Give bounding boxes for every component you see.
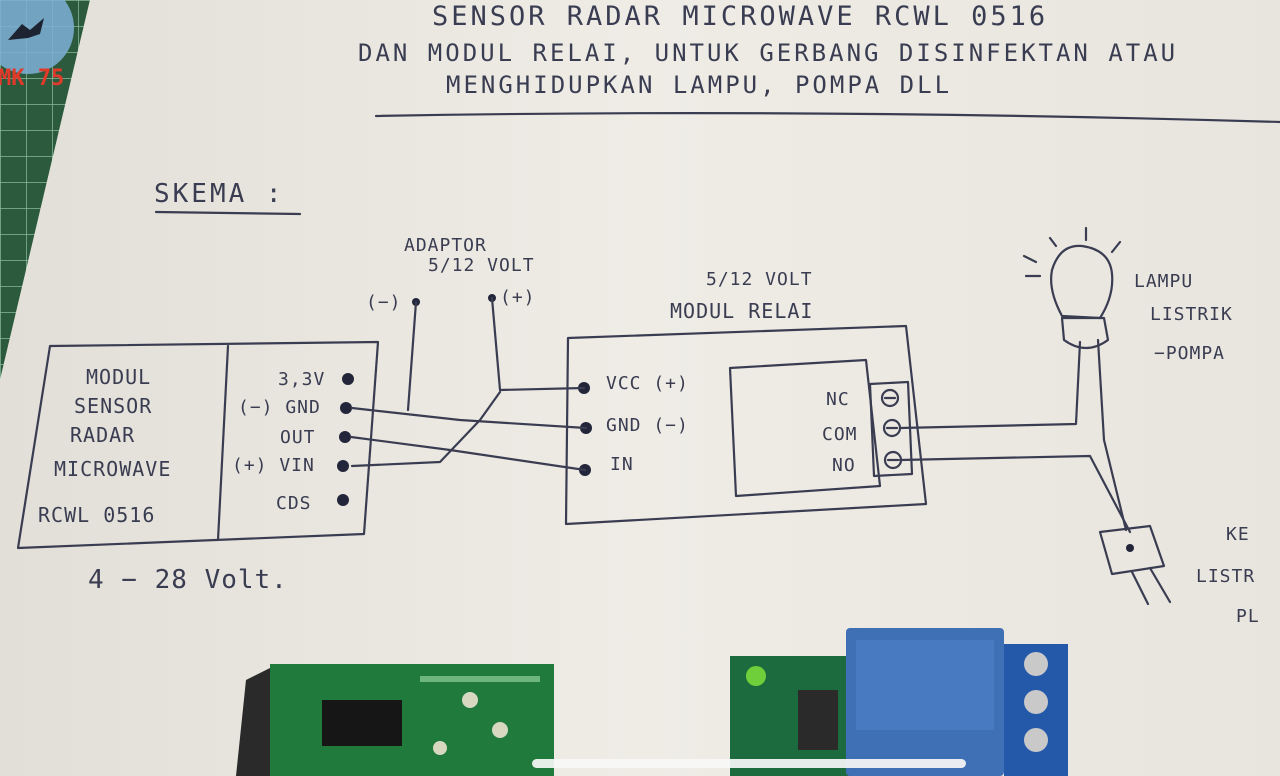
sensor-pin-gnd: (−) GND [238, 397, 321, 418]
title-line-2: DAN MODUL RELAI, UNTUK GERBANG DISINFEKT… [358, 39, 1178, 67]
relay-nc: NC [826, 389, 850, 410]
sensor-board-photo [236, 664, 554, 776]
sensor-pin-vin: (+) VIN [232, 455, 315, 476]
lamp-icon [1022, 226, 1122, 350]
sensor-pin-cds: CDS [276, 493, 312, 514]
title-underline [374, 111, 1280, 124]
sensor-name-line-1: MODUL [86, 365, 151, 389]
wiring [349, 296, 1132, 534]
relay-board-photo [730, 628, 1068, 776]
relay-no: NO [832, 455, 856, 476]
plug-label-3: PL [1236, 606, 1260, 627]
sensor-name-line-3: RADAR [70, 423, 135, 447]
sensor-name-line-2: SENSOR [74, 394, 152, 418]
relay-pin-vcc: VCC (+) [606, 373, 689, 394]
relay-voltage: 5/12 VOLT [706, 269, 813, 290]
relay-pin-in: IN [610, 454, 634, 475]
adaptor-name: ADAPTOR [404, 235, 487, 256]
schema-underline [154, 210, 302, 216]
schema-label: SKEMA : [154, 179, 285, 209]
plug-label-1: KE [1226, 524, 1250, 545]
sensor-voltage: 4 − 28 Volt. [88, 565, 288, 595]
relay-pin-gnd: GND (−) [606, 415, 689, 436]
sensor-pin-3v3: 3,3V [278, 369, 325, 390]
sensor-name-line-5: RCWL 0516 [38, 503, 155, 527]
title-line-3: MENGHIDUPKAN LAMPU, POMPA DLL [446, 71, 952, 99]
sensor-module: MODUL SENSOR RADAR MICROWAVE RCWL 0516 3… [16, 340, 380, 550]
adaptor: ADAPTOR 5/12 VOLT (−) (+) [366, 235, 536, 313]
sensor-name-line-4: MICROWAVE [54, 457, 171, 481]
channel-logo: MK 75 [0, 0, 74, 91]
home-indicator[interactable] [532, 759, 966, 768]
adaptor-voltage: 5/12 VOLT [428, 255, 535, 276]
title-line-1: SENSOR RADAR MICROWAVE RCWL 0516 [432, 1, 1048, 32]
sensor-pin-out: OUT [280, 427, 316, 448]
plug-label-2: LISTR [1196, 566, 1255, 587]
plug-icon [1098, 524, 1172, 606]
logo-text: MK 75 [0, 66, 64, 91]
lamp-label-2: LISTRIK [1150, 304, 1233, 325]
relay-name: MODUL RELAI [670, 299, 813, 323]
adaptor-neg: (−) [366, 292, 402, 313]
adaptor-pos: (+) [500, 287, 536, 308]
relay-com: COM [822, 424, 858, 445]
lamp-label-1: LAMPU [1134, 271, 1193, 292]
lamp-label-3: −POMPA [1154, 343, 1225, 364]
